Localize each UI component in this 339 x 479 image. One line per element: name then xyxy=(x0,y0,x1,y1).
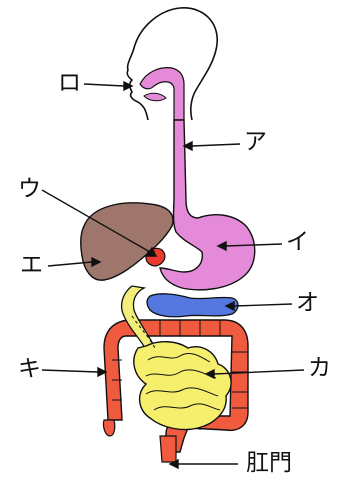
label-mouth: ロ xyxy=(58,72,81,95)
liver xyxy=(81,203,173,280)
label-anus: 肛門 xyxy=(246,452,292,475)
label-ki-large-intestine: キ xyxy=(18,358,41,381)
arrow-a xyxy=(192,144,240,146)
rectum xyxy=(160,436,176,462)
appendix xyxy=(103,420,114,436)
arrow-o xyxy=(234,304,292,306)
arrow-mouth xyxy=(84,84,124,86)
pancreas xyxy=(147,294,238,317)
label-o-pancreas: オ xyxy=(296,292,319,315)
label-a-esophagus: ア xyxy=(244,131,267,154)
label-e-liver: エ xyxy=(20,254,43,277)
label-i-stomach: イ xyxy=(286,231,309,254)
arrow-ki xyxy=(42,370,98,372)
tongue xyxy=(144,93,166,101)
label-u-gallbladder: ウ xyxy=(18,178,41,201)
head-outline xyxy=(127,8,217,120)
label-ka-small-intestine: カ xyxy=(308,357,331,380)
